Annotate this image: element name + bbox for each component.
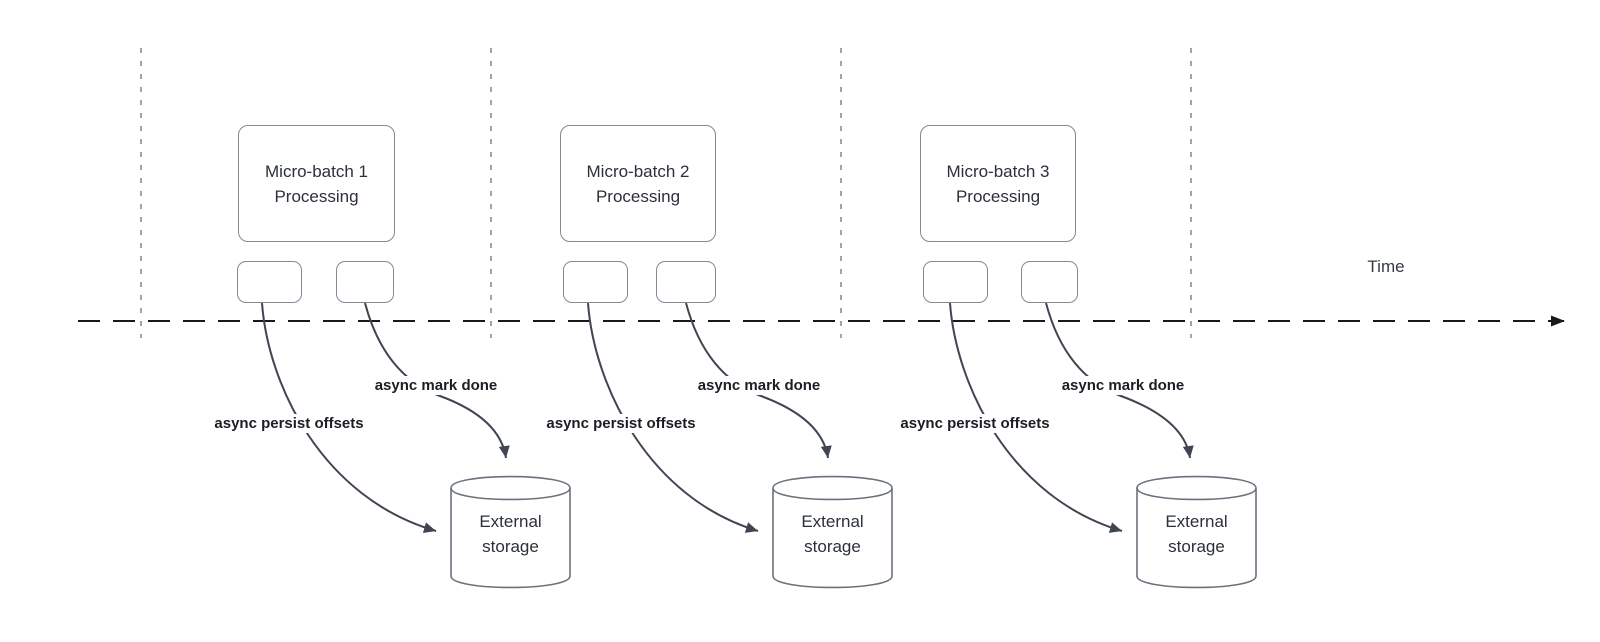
persist-offsets-arrow-3 [949,302,1123,533]
microbatch-1-offset-task-box [237,261,302,303]
microbatch-3-processing-box: Micro-batch 3 Processing [920,125,1076,242]
microbatch-2-offset-task-box [563,261,628,303]
storage-cylinder-3 [1136,475,1257,589]
microbatch-2-commit-task-box [656,261,716,303]
persist-offsets-label-3: async persist offsets [897,414,1053,433]
persist-offsets-label-2: async persist offsets [543,414,699,433]
storage-cylinder-2 [772,475,893,589]
time-axis-label: Time [1367,257,1405,276]
microbatch-3-commit-task-box [1021,261,1078,303]
storage-cylinder-1 [450,475,571,589]
mark-done-arrow-1 [364,302,510,459]
microbatch-2-processing-box: Micro-batch 2 Processing [560,125,716,242]
persist-offsets-arrow-1 [261,302,437,533]
mark-done-label-3: async mark done [1058,376,1188,395]
persist-offsets-arrow-2 [587,302,759,533]
mark-done-arrow-2 [685,302,832,459]
external-storage-label-1: External storage [479,512,542,556]
mark-done-arrow-3 [1045,302,1194,459]
external-storage-label-3: External storage [1165,512,1228,556]
mark-done-label-2: async mark done [694,376,824,395]
mark-done-label-1: async mark done [371,376,501,395]
microbatch-1-processing-box: Micro-batch 1 Processing [238,125,395,242]
microbatch-3-offset-task-box [923,261,988,303]
external-storage-label-2: External storage [801,512,864,556]
persist-offsets-label-1: async persist offsets [211,414,367,433]
microbatch-1-commit-task-box [336,261,394,303]
